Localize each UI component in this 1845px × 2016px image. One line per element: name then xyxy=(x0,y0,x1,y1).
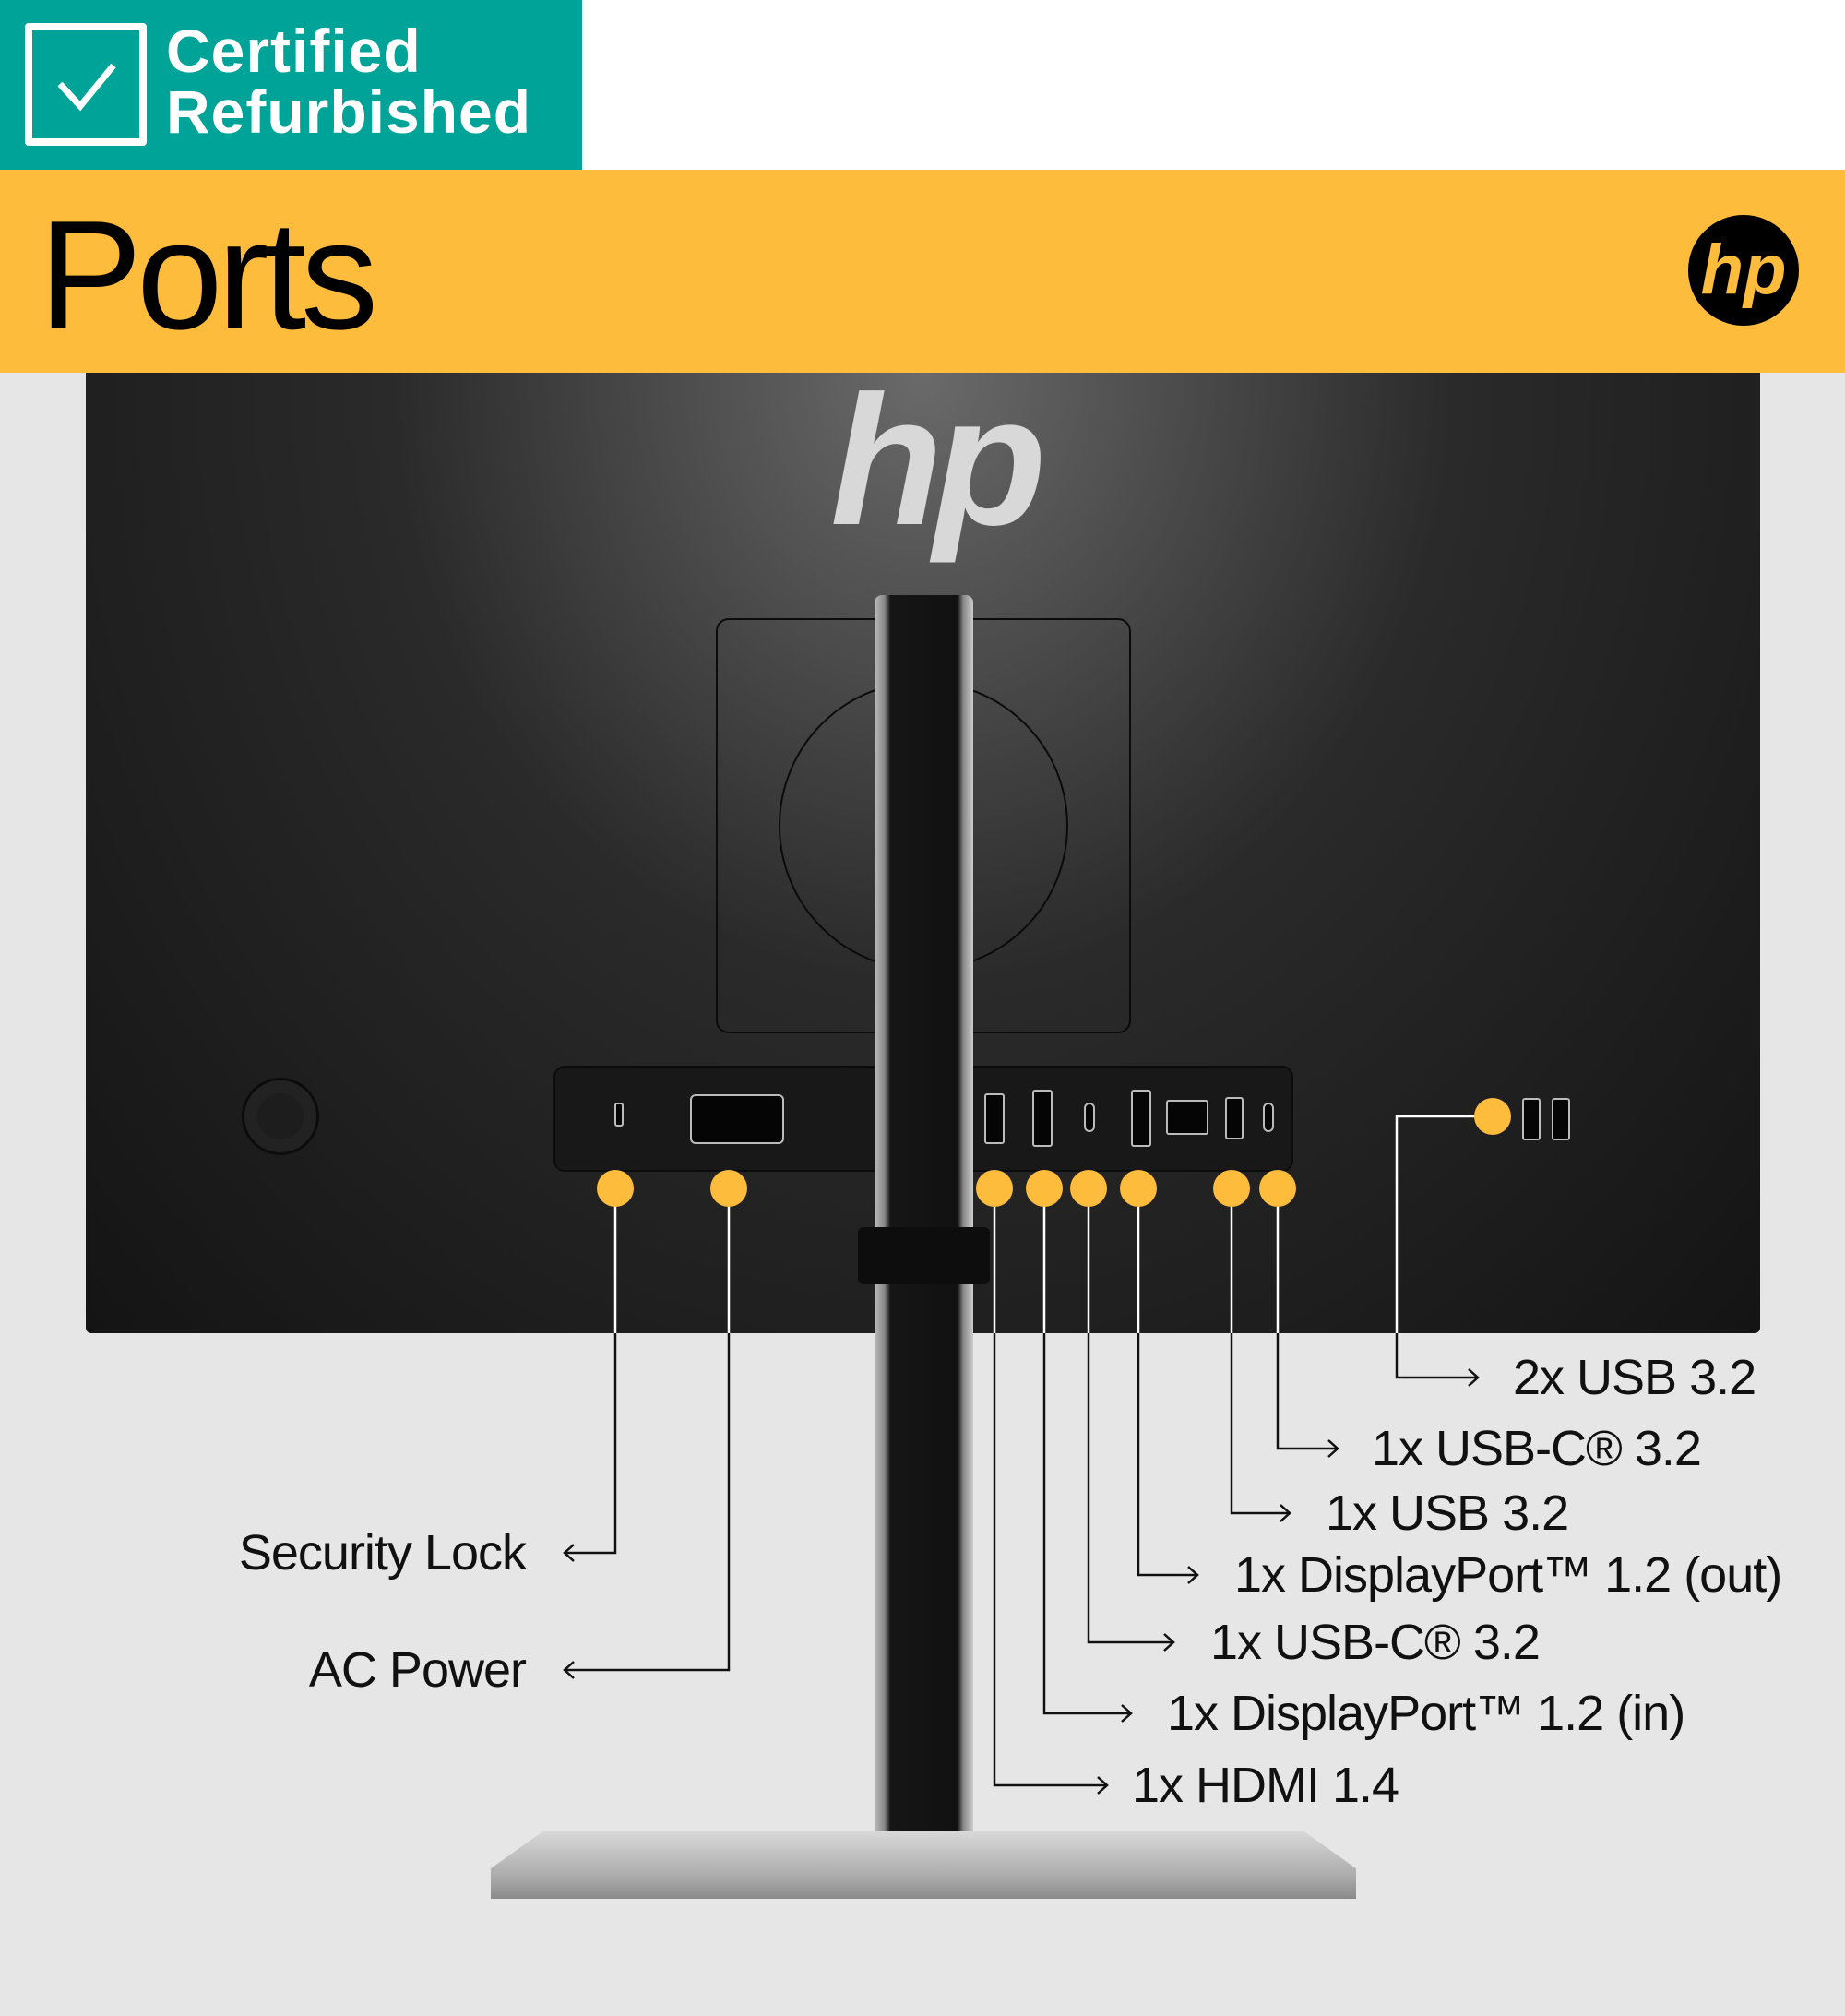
label-usb-c: 1x USB-C® 3.2 xyxy=(1210,1615,1541,1670)
line-security-lock xyxy=(565,1188,617,1555)
line-hdmi xyxy=(993,1188,1107,1787)
usb-a-side-2 xyxy=(1552,1098,1570,1140)
line-dp-out xyxy=(1137,1188,1197,1577)
label-ac-power: AC Power xyxy=(308,1642,527,1698)
label-dp-out: 1x DisplayPort™ 1.2 (out) xyxy=(1234,1547,1782,1603)
callout-dot-dp-out xyxy=(1120,1170,1157,1207)
line-usb-a xyxy=(1230,1188,1290,1515)
callout-dot-usb-c-2 xyxy=(1259,1170,1296,1207)
label-security-lock: Security Lock xyxy=(238,1525,527,1581)
displayport-out xyxy=(1131,1090,1151,1147)
monitor-hp-logo: hp xyxy=(830,358,1046,564)
callout-dot-usb-a xyxy=(1213,1170,1250,1207)
callout-dot-security-lock xyxy=(597,1170,634,1207)
power-button xyxy=(242,1078,319,1155)
label-usb-c-2: 1x USB-C® 3.2 xyxy=(1372,1421,1702,1476)
page-title: Ports xyxy=(39,188,378,362)
ac-power-socket xyxy=(690,1094,784,1144)
hp-logo: hp xyxy=(1688,215,1799,326)
callout-dot-ac-power xyxy=(710,1170,747,1207)
label-hdmi: 1x HDMI 1.4 xyxy=(1132,1758,1399,1813)
usb-c-port xyxy=(1084,1103,1095,1132)
badge-text: Certified Refurbished xyxy=(166,20,531,142)
hdmi-port xyxy=(984,1093,1005,1144)
line-usb-side xyxy=(1395,1115,1493,1379)
top-spacer xyxy=(582,0,1845,170)
badge-line1: Certified xyxy=(166,17,422,85)
ethernet-port xyxy=(1166,1100,1208,1135)
header-band xyxy=(0,170,1845,373)
stand-base xyxy=(491,1831,1356,1899)
usb-a-port xyxy=(1225,1097,1244,1139)
callout-dot-usb-c xyxy=(1070,1170,1107,1207)
usb-a-side-1 xyxy=(1522,1098,1541,1140)
line-ac-power xyxy=(565,1188,731,1672)
usb-c-port-2 xyxy=(1263,1103,1274,1132)
label-dp-in: 1x DisplayPort™ 1.2 (in) xyxy=(1167,1686,1685,1741)
label-usb-a: 1x USB 3.2 xyxy=(1326,1485,1569,1541)
callout-dot-dp-in xyxy=(1026,1170,1063,1207)
callout-dot-hdmi xyxy=(976,1170,1013,1207)
label-usb-side: 2x USB 3.2 xyxy=(1513,1350,1756,1405)
callout-dot-usb-side xyxy=(1474,1098,1511,1135)
line-usb-c-2 xyxy=(1276,1188,1338,1450)
displayport-in xyxy=(1032,1090,1053,1147)
cable-clip xyxy=(858,1227,990,1284)
checkmark-icon xyxy=(25,23,147,146)
badge-line2: Refurbished xyxy=(166,78,532,146)
security-lock-slot xyxy=(614,1103,624,1127)
